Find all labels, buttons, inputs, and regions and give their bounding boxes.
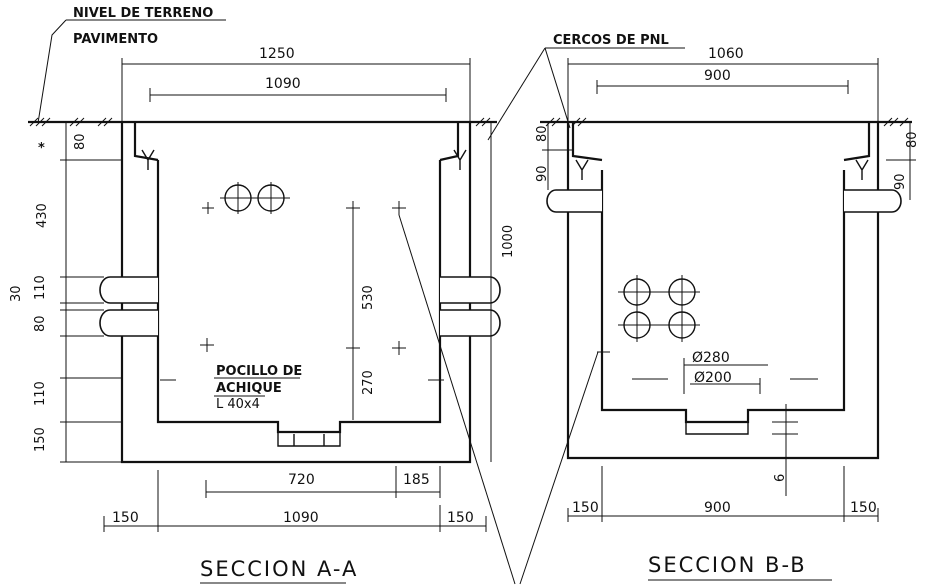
dim-a-150: 150 xyxy=(33,427,48,452)
asterisk-mark: * xyxy=(38,141,45,156)
dim-b-900-top: 900 xyxy=(704,68,731,84)
pipe-left-b xyxy=(546,189,602,213)
pipe-right-a xyxy=(440,276,501,337)
dim-a-1250: 1250 xyxy=(259,46,295,62)
dim-b-80: 80 xyxy=(535,125,550,142)
anchor-crosses-a xyxy=(160,201,444,381)
dim-a-530: 530 xyxy=(361,285,376,310)
ground-level-callout: NIVEL DE TERRENO PAVIMENTO xyxy=(37,6,226,124)
dim-b-6: 6 xyxy=(773,474,788,482)
pipe-left-a xyxy=(99,276,158,337)
dim-a-80: 80 xyxy=(73,133,88,150)
chamber-inner-a xyxy=(156,160,442,434)
ground-level-label: NIVEL DE TERRENO xyxy=(73,6,213,21)
pipe-right-b xyxy=(844,189,902,213)
chamber-outer-b xyxy=(566,122,880,460)
sump-b xyxy=(685,422,749,435)
section-a-a: 1250 1090 * 80 430 110 30 80 110 150 100… xyxy=(9,46,516,584)
dia-280: Ø280 xyxy=(692,350,730,366)
dim-b-90: 90 xyxy=(535,165,550,182)
dim-a-30: 30 xyxy=(9,285,24,302)
sump-label-2: ACHIQUE xyxy=(216,381,282,396)
pavement-label: PAVIMENTO xyxy=(73,32,158,47)
sump-a xyxy=(277,432,341,447)
holes-b xyxy=(618,275,700,342)
chamber-outer-a xyxy=(120,122,472,464)
dim-b-1060: 1060 xyxy=(708,46,744,62)
dim-a-wall-right: 150 xyxy=(447,510,474,526)
dia-200: Ø200 xyxy=(694,370,732,386)
dim-a-1000: 1000 xyxy=(501,225,516,258)
dim-a-110: 110 xyxy=(33,275,48,300)
dim-a-720: 720 xyxy=(288,472,315,488)
dim-a-80b: 80 xyxy=(33,315,48,332)
holes-a xyxy=(202,182,290,214)
dim-b-900-bottom: 900 xyxy=(704,500,731,516)
frame-right-b xyxy=(843,122,871,162)
section-a-title: SECCION A-A xyxy=(200,557,358,581)
dim-b-right-80: 80 xyxy=(905,131,920,148)
dim-b-right-90: 90 xyxy=(893,173,908,190)
dim-a-wall-left: 150 xyxy=(112,510,139,526)
dim-a-270: 270 xyxy=(361,370,376,395)
dim-a-1090-top: 1090 xyxy=(265,76,301,92)
sump-label-1: POCILLO DE xyxy=(216,364,302,379)
dim-b-wall-left: 150 xyxy=(572,500,599,516)
dim-a-185: 185 xyxy=(403,472,430,488)
dim-a-430: 430 xyxy=(35,203,50,228)
frame-left-a xyxy=(133,122,159,162)
sump-label-3: L 40x4 xyxy=(216,397,260,412)
dim-b-wall-right: 150 xyxy=(850,500,877,516)
pnl-frames-callout: CERCOS DE PNL xyxy=(398,33,685,585)
dim-a-110b: 110 xyxy=(33,381,48,406)
chamber-inner-b xyxy=(600,170,846,424)
dim-a-1090-bottom: 1090 xyxy=(283,510,319,526)
frame-right-a xyxy=(439,122,460,162)
diameter-callouts: Ø280 Ø200 xyxy=(632,350,818,394)
frame-left-b xyxy=(571,122,603,162)
section-b-title: SECCION B-B xyxy=(648,553,807,577)
pnl-frames-label: CERCOS DE PNL xyxy=(553,33,669,48)
section-b-b: Ø280 Ø200 80 90 80 90 6 150 90 xyxy=(535,46,920,581)
